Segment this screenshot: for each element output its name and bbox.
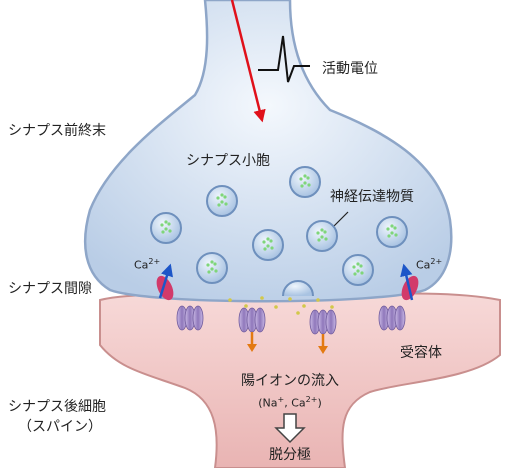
- presynaptic-terminal-label: シナプス前終末: [8, 124, 106, 138]
- transmitter-dot: [330, 305, 334, 309]
- ca-label-right: Ca2+: [416, 258, 442, 271]
- transmitter-dot: [288, 297, 292, 301]
- synaptic-vesicle-label: シナプス小胞: [186, 154, 270, 168]
- action-potential-label: 活動電位: [322, 62, 378, 76]
- receptor-label: 受容体: [400, 346, 442, 360]
- transmitter-dot: [316, 298, 320, 302]
- ca-label-left: Ca2+: [134, 258, 160, 271]
- receptor-channel: [310, 310, 336, 334]
- synaptic-vesicle: [197, 253, 227, 283]
- synaptic-vesicle: [253, 230, 283, 260]
- receptor-channel: [239, 308, 265, 332]
- receptor-channel: [177, 306, 203, 330]
- spine-label: （スパイン）: [18, 420, 102, 434]
- synaptic-vesicle: [343, 255, 373, 285]
- transmitter-dot: [296, 311, 300, 315]
- synaptic-vesicle: [377, 217, 407, 247]
- transmitter-dot: [244, 304, 248, 308]
- transmitter-dot: [260, 296, 264, 300]
- synaptic-vesicle: [151, 213, 181, 243]
- synaptic-cleft-label: シナプス間隙: [8, 282, 92, 296]
- receptor-channel: [379, 306, 405, 330]
- synaptic-vesicle: [290, 167, 320, 197]
- depolarization-label: 脱分極: [269, 448, 311, 462]
- postsynaptic-cell-label: シナプス後細胞: [8, 400, 106, 414]
- ion-species-label: (Na+, Ca2+): [258, 396, 321, 409]
- transmitter-dot: [302, 304, 306, 308]
- ion-influx-label: 陽イオンの流入: [241, 374, 339, 388]
- neurotransmitter-label: 神経伝達物質: [330, 190, 414, 204]
- transmitter-dot: [228, 298, 232, 302]
- synaptic-vesicle: [207, 186, 237, 216]
- transmitter-dot: [274, 305, 278, 309]
- synaptic-vesicle: [307, 221, 337, 251]
